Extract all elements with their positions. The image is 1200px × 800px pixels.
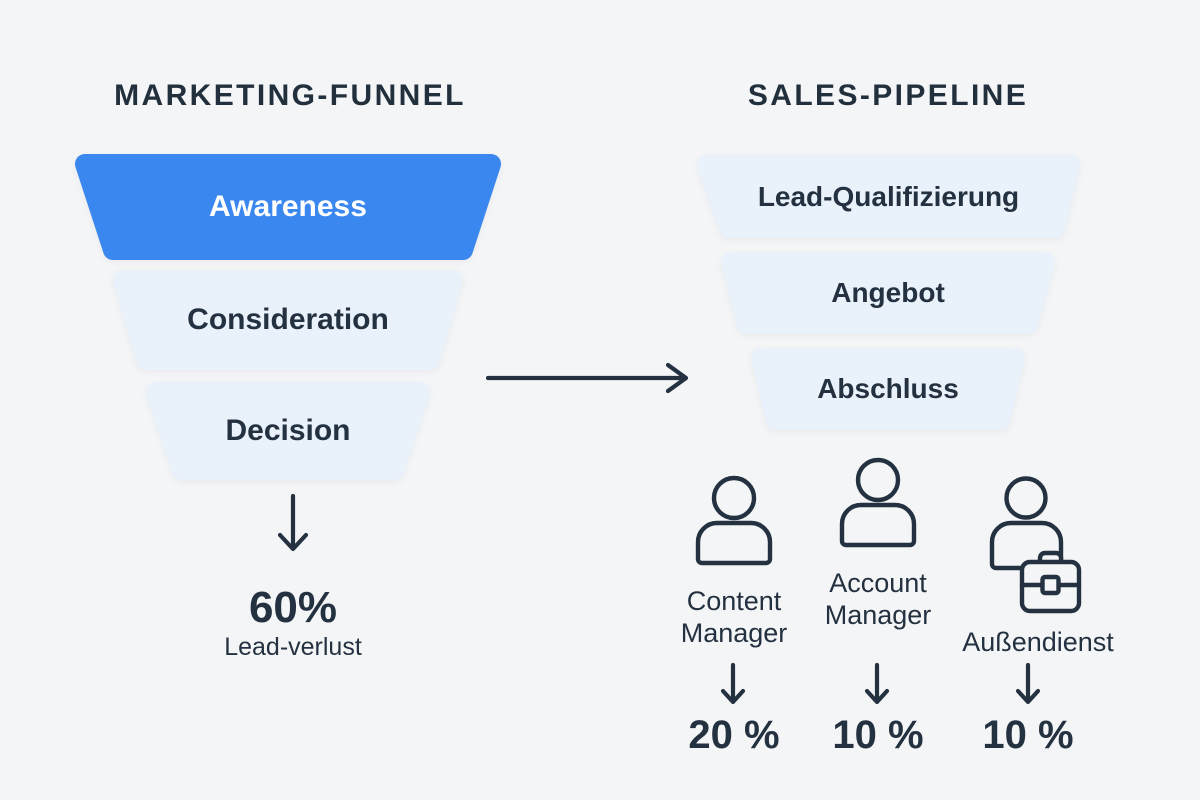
marketing-funnel-title: MARKETING-FUNNEL [114, 79, 466, 112]
role-name-line2: Manager [824, 600, 932, 630]
pipeline-stage-label: Angebot [831, 277, 945, 308]
pipeline-stage-label: Abschluss [817, 373, 959, 404]
conversion-rate-content-manager: 20 % [688, 713, 780, 757]
funnel-stage-consideration: Consideration [111, 270, 465, 370]
pipeline-stage-shape [751, 348, 1025, 430]
role-name-line1: Account [829, 568, 927, 598]
person-icon [839, 457, 917, 548]
funnel-stage-label: Awareness [209, 190, 367, 223]
lead-loss-label: Lead-verlust [224, 633, 362, 661]
funnel-stage-shape [75, 154, 501, 260]
role-name-line1: Außendienst [962, 627, 1114, 657]
arrow-down-icon [720, 662, 746, 705]
funnel-stage-shape [113, 270, 463, 370]
funnel-stage-decision: Decision [144, 382, 432, 480]
conversion-rate-aussendienst: 10 % [982, 713, 1074, 757]
sales-pipeline-title: SALES-PIPELINE [747, 79, 1029, 112]
funnel-stage-awareness: Awareness [73, 154, 503, 260]
arrow-down-icon [277, 493, 309, 552]
arrow-right-icon [486, 362, 689, 394]
funnel-stage-shape [146, 382, 430, 480]
pipeline-stage-abschluss: Abschluss [749, 348, 1027, 430]
role-label-content-manager: Content Manager [654, 585, 814, 649]
conversion-rate-account-manager: 10 % [832, 713, 924, 757]
pipeline-stage-angebot: Angebot [719, 252, 1057, 334]
funnel-stage-label: Consideration [187, 303, 389, 336]
person-icon [695, 475, 773, 566]
funnel-stage-label: Decision [225, 414, 351, 447]
pipeline-stage-shape [697, 155, 1080, 238]
pipeline-stage-lead-qualifizierung: Lead-Qualifizierung [695, 155, 1082, 238]
pipeline-stage-label: Lead-Qualifizierung [757, 180, 1020, 212]
role-name-line1: Content [686, 586, 782, 616]
role-name-line2: Manager [680, 618, 788, 648]
arrow-down-icon [1015, 662, 1041, 705]
lead-loss-value: 60% [248, 583, 338, 632]
role-label-aussendienst: Außendienst [946, 626, 1130, 658]
role-label-account-manager: Account Manager [798, 567, 958, 631]
pipeline-stage-shape [721, 252, 1055, 334]
person-briefcase-icon [989, 476, 1082, 614]
arrow-down-icon [864, 662, 890, 705]
